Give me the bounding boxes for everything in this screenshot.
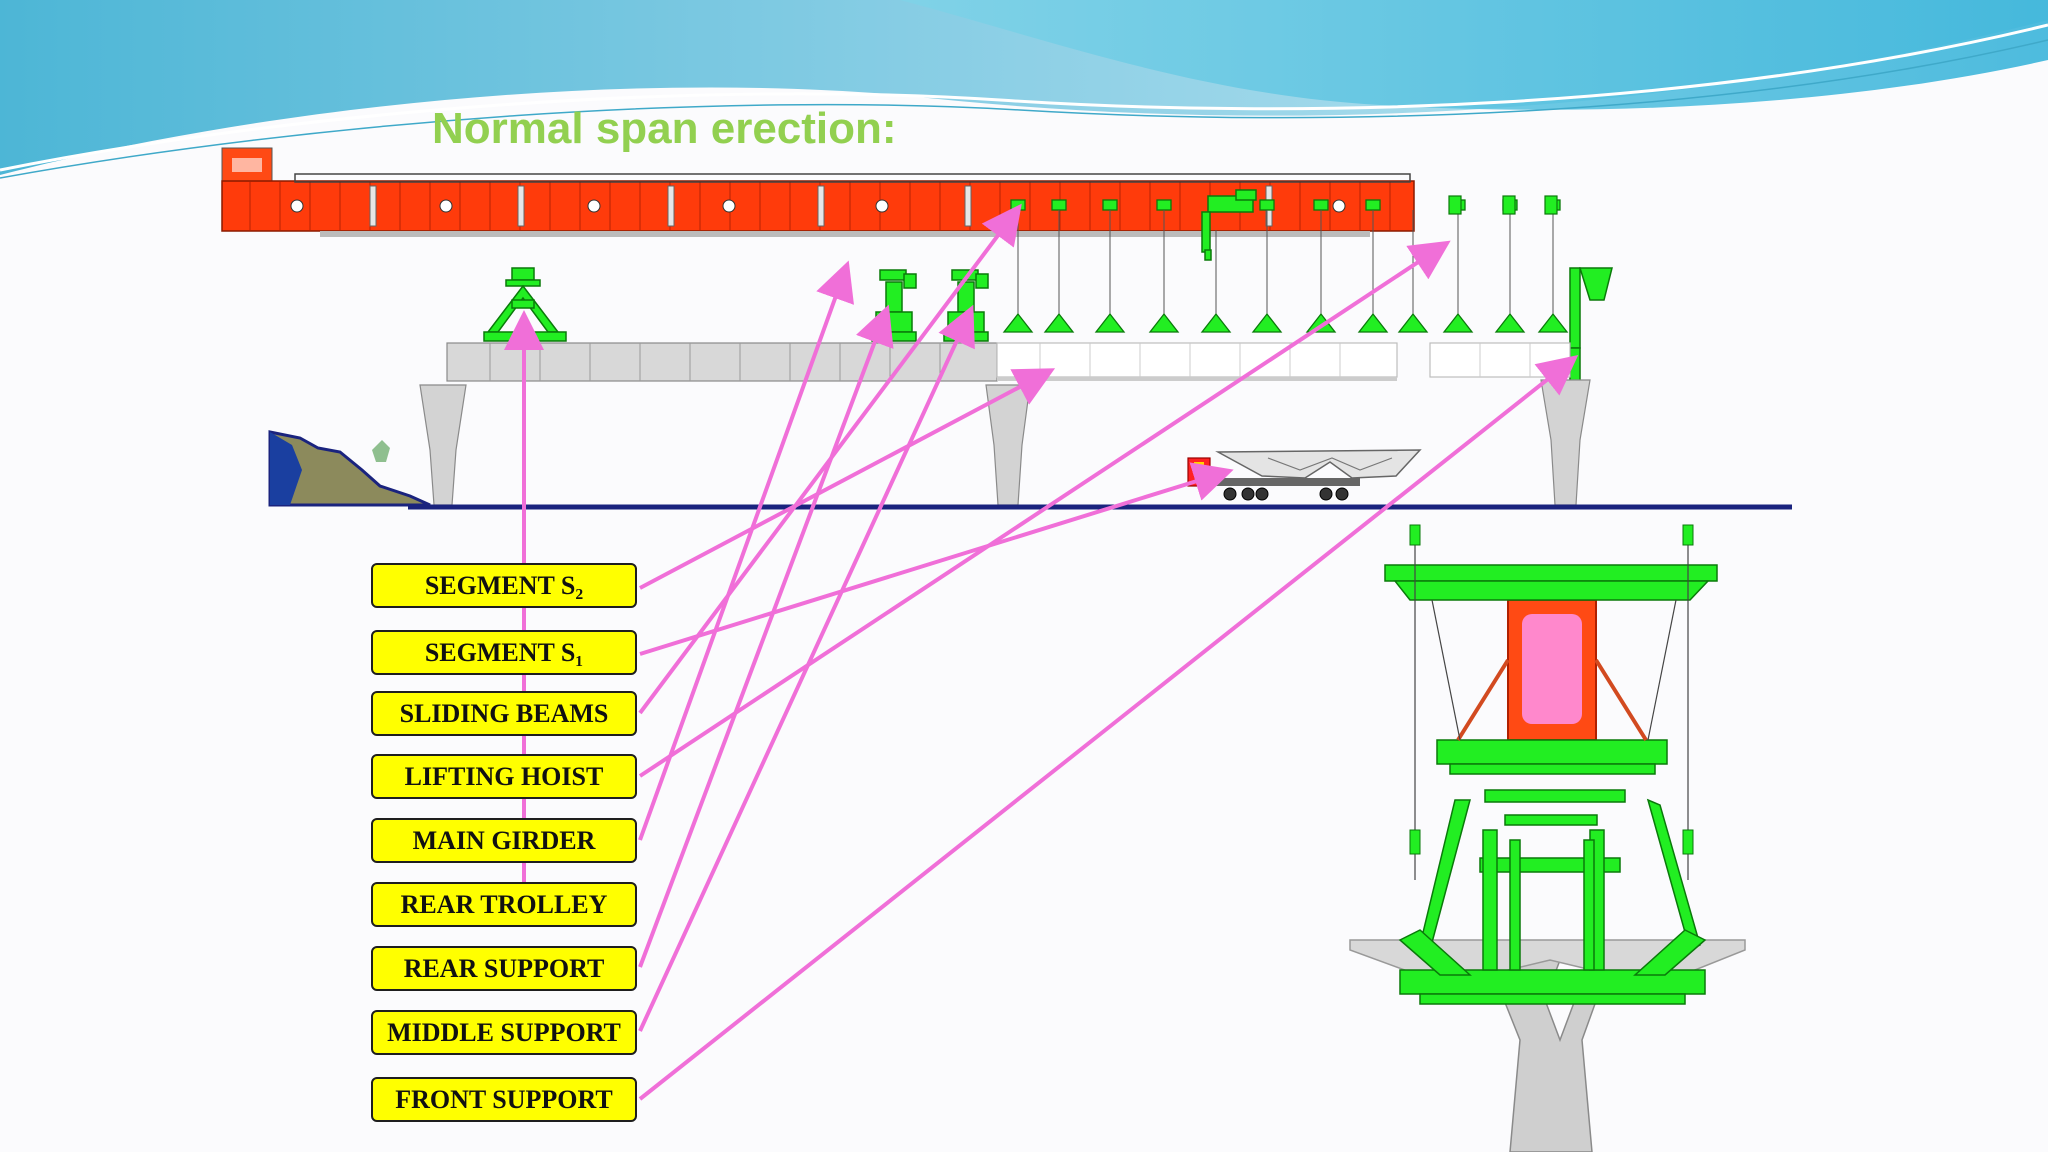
arrow-middle-support xyxy=(638,304,975,1032)
arrow-segment-s2 xyxy=(639,368,1056,590)
arrow-lifting-hoist xyxy=(638,240,1451,778)
front-support-drawing xyxy=(1569,267,1613,385)
front-hangers xyxy=(1448,195,1558,215)
label-rear-trolley: REAR TROLLEY xyxy=(371,882,637,927)
lifting-hoist-drawing xyxy=(1201,189,1257,261)
slide-title: Normal span erection: xyxy=(432,104,897,153)
label-middle-support: MIDDLE SUPPORT xyxy=(371,1010,637,1055)
abutment xyxy=(268,430,431,507)
label-lifting-hoist: LIFTING HOIST xyxy=(371,754,637,799)
label-rear-support: REAR SUPPORT xyxy=(371,946,637,991)
arrow-segment-s1 xyxy=(639,462,1234,656)
label-sliding-beams: SLIDING BEAMS xyxy=(371,691,637,736)
arrow-main-girder xyxy=(638,260,854,841)
cross-section-detail xyxy=(1349,524,1746,1152)
label-main-girder: MAIN GIRDER xyxy=(371,818,637,863)
component-labels: SEGMENT S₂ SEGMENT S₁ SLIDING BEAMS LIFT… xyxy=(371,0,641,1152)
piers xyxy=(419,379,1591,506)
header-wave-decoration xyxy=(0,0,2048,179)
arrow-front-support xyxy=(638,355,1579,1101)
label-segment-s2: SEGMENT S₂ xyxy=(371,563,637,608)
label-front-support: FRONT SUPPORT xyxy=(371,1077,637,1122)
label-segment-s1: SEGMENT S₁ xyxy=(371,630,637,675)
arrow-rear-support xyxy=(638,304,894,968)
middle-support-drawing xyxy=(871,269,989,342)
